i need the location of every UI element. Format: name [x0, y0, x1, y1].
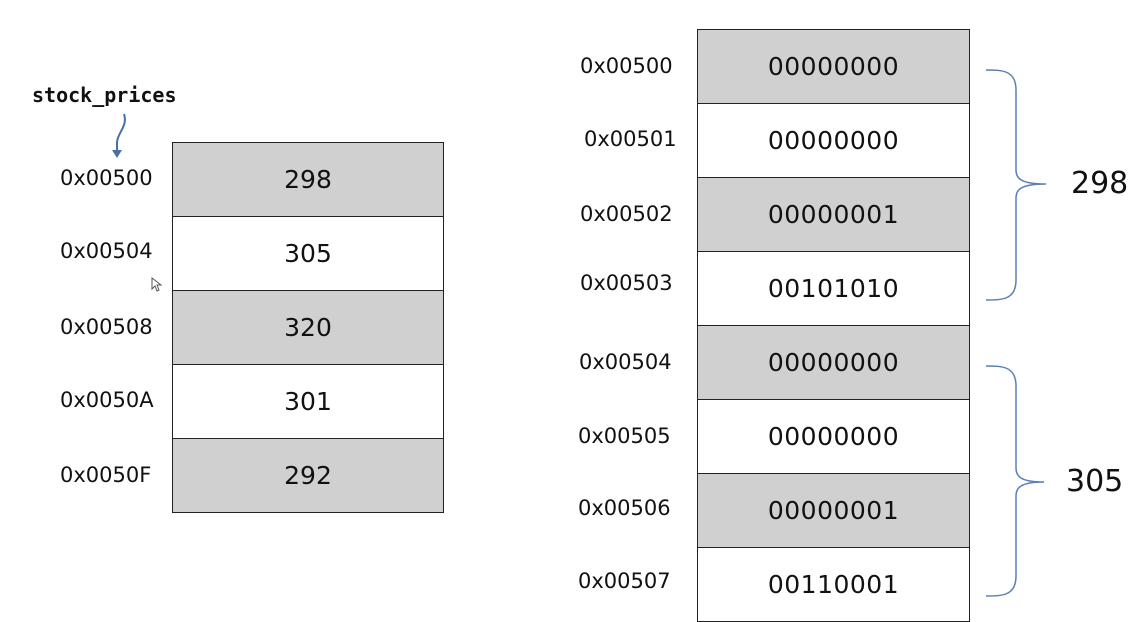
group-value-label: 298 — [1071, 166, 1129, 201]
group-value-label: 305 — [1066, 464, 1124, 499]
address-label: 0x00508 — [60, 315, 153, 339]
mouse-cursor-icon — [151, 277, 163, 292]
cell-value: 298 — [284, 165, 332, 194]
address-label: 0x00507 — [578, 569, 671, 593]
byte-cell: 00101010 — [697, 251, 970, 326]
cell-value: 320 — [284, 313, 332, 342]
address-label: 0x00504 — [60, 239, 153, 263]
memory-cell: 292 — [172, 438, 444, 513]
pointer-arrow-icon — [112, 113, 126, 158]
memory-cell: 301 — [172, 364, 444, 439]
byte-bits: 00000000 — [767, 52, 900, 81]
address-label: 0x00504 — [579, 350, 672, 374]
byte-cell: 00110001 — [697, 547, 970, 622]
cell-value: 301 — [284, 387, 332, 416]
right-brace-icon — [985, 365, 1045, 597]
byte-bits: 00000000 — [767, 126, 900, 155]
address-label: 0x0050F — [60, 463, 152, 487]
right-brace-icon — [985, 69, 1047, 301]
byte-cell: 00000000 — [697, 29, 970, 104]
address-label: 0x00500 — [60, 166, 153, 190]
variable-name-label: stock_prices — [32, 83, 177, 107]
byte-bits: 00101010 — [767, 274, 900, 303]
byte-bits: 00000001 — [767, 496, 900, 525]
byte-cell: 00000000 — [697, 399, 970, 474]
address-label: 0x00503 — [580, 271, 673, 295]
memory-cell: 305 — [172, 216, 444, 291]
cell-value: 305 — [284, 239, 332, 268]
memory-cell: 320 — [172, 290, 444, 365]
address-label: 0x00502 — [580, 202, 673, 226]
byte-cell: 00000000 — [697, 103, 970, 178]
address-label: 0x00505 — [578, 424, 671, 448]
cell-value: 292 — [284, 461, 332, 490]
address-label: 0x0050A — [60, 388, 154, 412]
address-label: 0x00506 — [578, 496, 671, 520]
byte-cell: 00000000 — [697, 325, 970, 400]
byte-bits: 00000000 — [767, 422, 900, 451]
byte-bits: 00000000 — [767, 348, 900, 377]
address-label: 0x00500 — [580, 54, 673, 78]
byte-cell: 00000001 — [697, 473, 970, 548]
byte-cell: 00000001 — [697, 177, 970, 252]
byte-bits: 00110001 — [767, 570, 900, 599]
address-label: 0x00501 — [584, 127, 677, 151]
memory-cell: 298 — [172, 142, 444, 217]
byte-bits: 00000001 — [767, 200, 900, 229]
